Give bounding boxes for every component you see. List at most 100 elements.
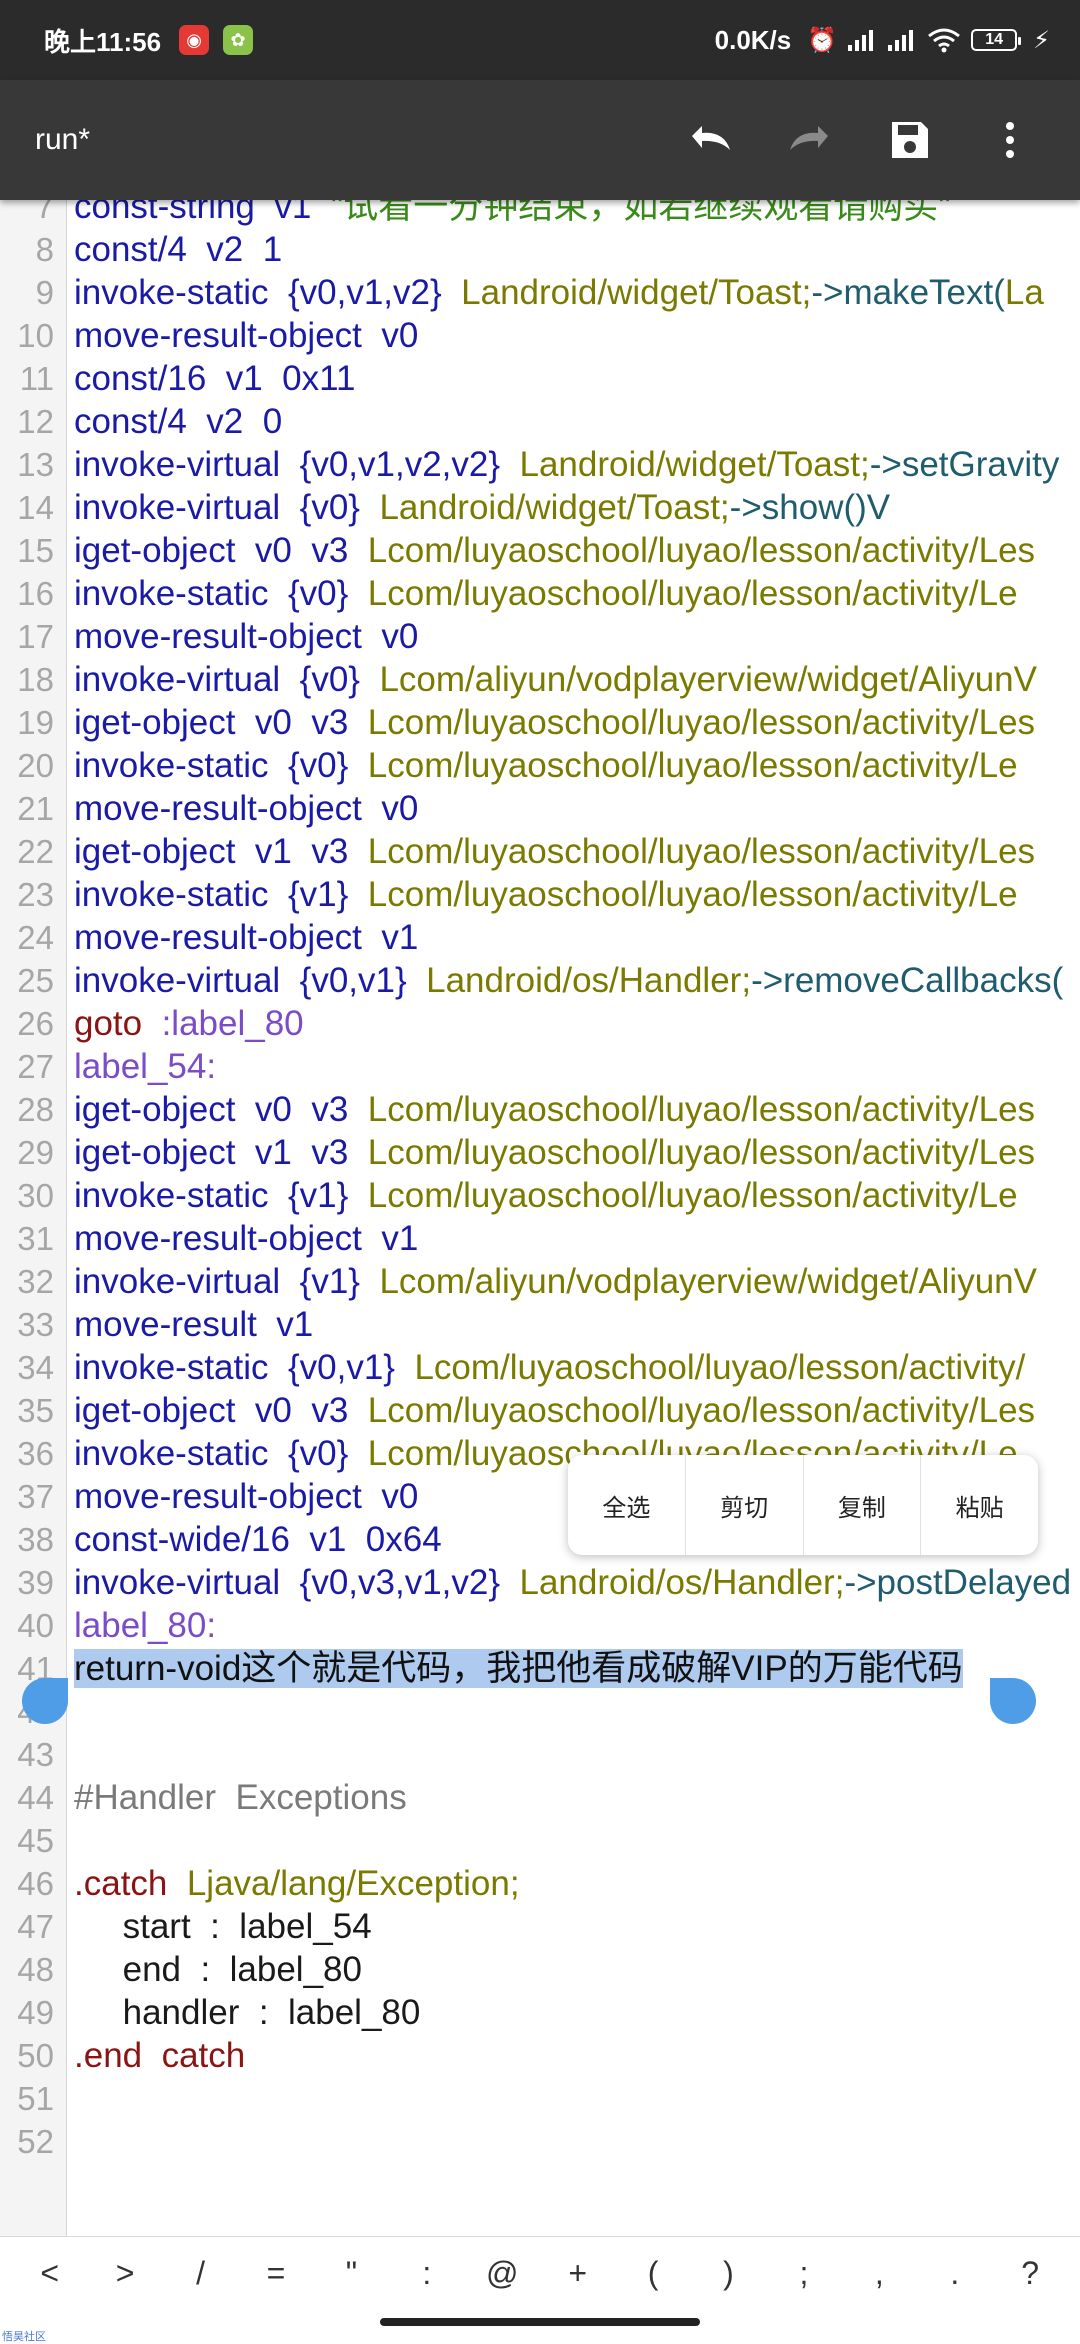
save-button[interactable] xyxy=(860,90,960,190)
symbol-key[interactable]: ; xyxy=(799,2255,809,2291)
symbol-key[interactable]: . xyxy=(950,2255,960,2291)
code-line[interactable]: 8 const/4 v2 1 xyxy=(0,228,1080,271)
symbol-key[interactable]: , xyxy=(874,2255,884,2291)
line-number: 40 xyxy=(17,1607,54,1644)
line-code: move-result v1 xyxy=(74,1303,313,1346)
line-number: 44 xyxy=(17,1779,54,1816)
code-token: Lcom/luyaoschool/luyao/lesson/activity/L… xyxy=(367,531,1036,570)
code-token: move-result-object v0 xyxy=(74,316,419,355)
code-line[interactable]: 40 label_80: xyxy=(0,1604,1080,1647)
cut-button[interactable]: 剪切 xyxy=(686,1455,804,1555)
symbol-key[interactable]: / xyxy=(196,2255,205,2291)
code-token: invoke-virtual {v1} xyxy=(74,1262,380,1301)
code-line[interactable]: 52 xyxy=(0,2120,1080,2163)
code-line[interactable]: 47 start : label_54 xyxy=(0,1905,1080,1948)
line-code: move-result-object v0 xyxy=(74,615,418,658)
code-line[interactable]: 46.catch Ljava/lang/Exception; xyxy=(0,1862,1080,1905)
select-all-button[interactable]: 全选 xyxy=(568,1455,686,1555)
code-token: const/4 v2 1 xyxy=(74,230,283,269)
line-code: const/4 v2 0 xyxy=(74,400,282,443)
line-number: 50 xyxy=(17,2037,54,2074)
code-line[interactable]: 43 xyxy=(0,1733,1080,1776)
code-line[interactable]: 51 xyxy=(0,2077,1080,2120)
code-line[interactable]: 50.end catch xyxy=(0,2034,1080,2077)
line-number: 8 xyxy=(35,231,54,268)
symbol-key[interactable]: < xyxy=(40,2255,60,2291)
symbol-key[interactable]: ( xyxy=(647,2255,659,2291)
line-number: 45 xyxy=(17,1822,54,1859)
line-code: goto :label_80 xyxy=(74,1002,304,1045)
symbol-key[interactable]: + xyxy=(568,2255,587,2291)
line-number: 18 xyxy=(17,661,54,698)
symbol-key[interactable]: : xyxy=(422,2255,432,2291)
symbol-key[interactable]: ? xyxy=(1021,2255,1040,2291)
code-line[interactable]: 42 xyxy=(0,1690,1080,1733)
code-line[interactable]: 45 xyxy=(0,1819,1080,1862)
line-number: 24 xyxy=(17,919,54,956)
line-number: 43 xyxy=(17,1736,54,1773)
code-line[interactable]: 10 move-result-object v0 xyxy=(0,314,1080,357)
symbol-key[interactable]: > xyxy=(115,2255,135,2291)
line-number: 12 xyxy=(17,403,54,440)
code-token: #Handler Exceptions xyxy=(74,1778,407,1817)
code-token: Lcom/aliyun/vodplayerview/widget/AliyunV xyxy=(379,660,1037,699)
code-line[interactable]: 49 handler : label_80 xyxy=(0,1991,1080,2034)
code-token: iget-object v0 v3 xyxy=(74,1391,368,1430)
symbol-key[interactable]: @ xyxy=(485,2255,519,2291)
code-token: const/4 v2 0 xyxy=(74,402,283,441)
copy-button[interactable]: 复制 xyxy=(804,1455,922,1555)
line-number: 10 xyxy=(17,317,54,354)
line-number: 30 xyxy=(17,1177,54,1214)
code-line[interactable]: 48 end : label_80 xyxy=(0,1948,1080,1991)
code-token: label_80: xyxy=(74,1606,217,1645)
undo-button[interactable] xyxy=(660,90,760,190)
symbol-key[interactable]: " xyxy=(345,2255,358,2291)
code-line[interactable]: 12 const/4 v2 0 xyxy=(0,400,1080,443)
selection-end-handle[interactable] xyxy=(990,1678,1036,1724)
code-token: invoke-static {v0} xyxy=(74,574,368,613)
code-line[interactable]: 44 #Handler Exceptions xyxy=(0,1776,1080,1819)
navigation-pill[interactable] xyxy=(380,2318,700,2326)
selection-start-handle[interactable] xyxy=(22,1678,68,1724)
code-token: move-result-object v0 xyxy=(74,789,419,828)
symbol-key[interactable]: ) xyxy=(723,2255,734,2291)
paste-button[interactable]: 粘贴 xyxy=(955,1494,1004,1522)
symbol-key[interactable]: = xyxy=(266,2255,286,2291)
code-token: invoke-static {v0,v1} xyxy=(74,1348,415,1387)
redo-button[interactable] xyxy=(760,90,860,190)
more-options-button[interactable] xyxy=(960,90,1060,190)
